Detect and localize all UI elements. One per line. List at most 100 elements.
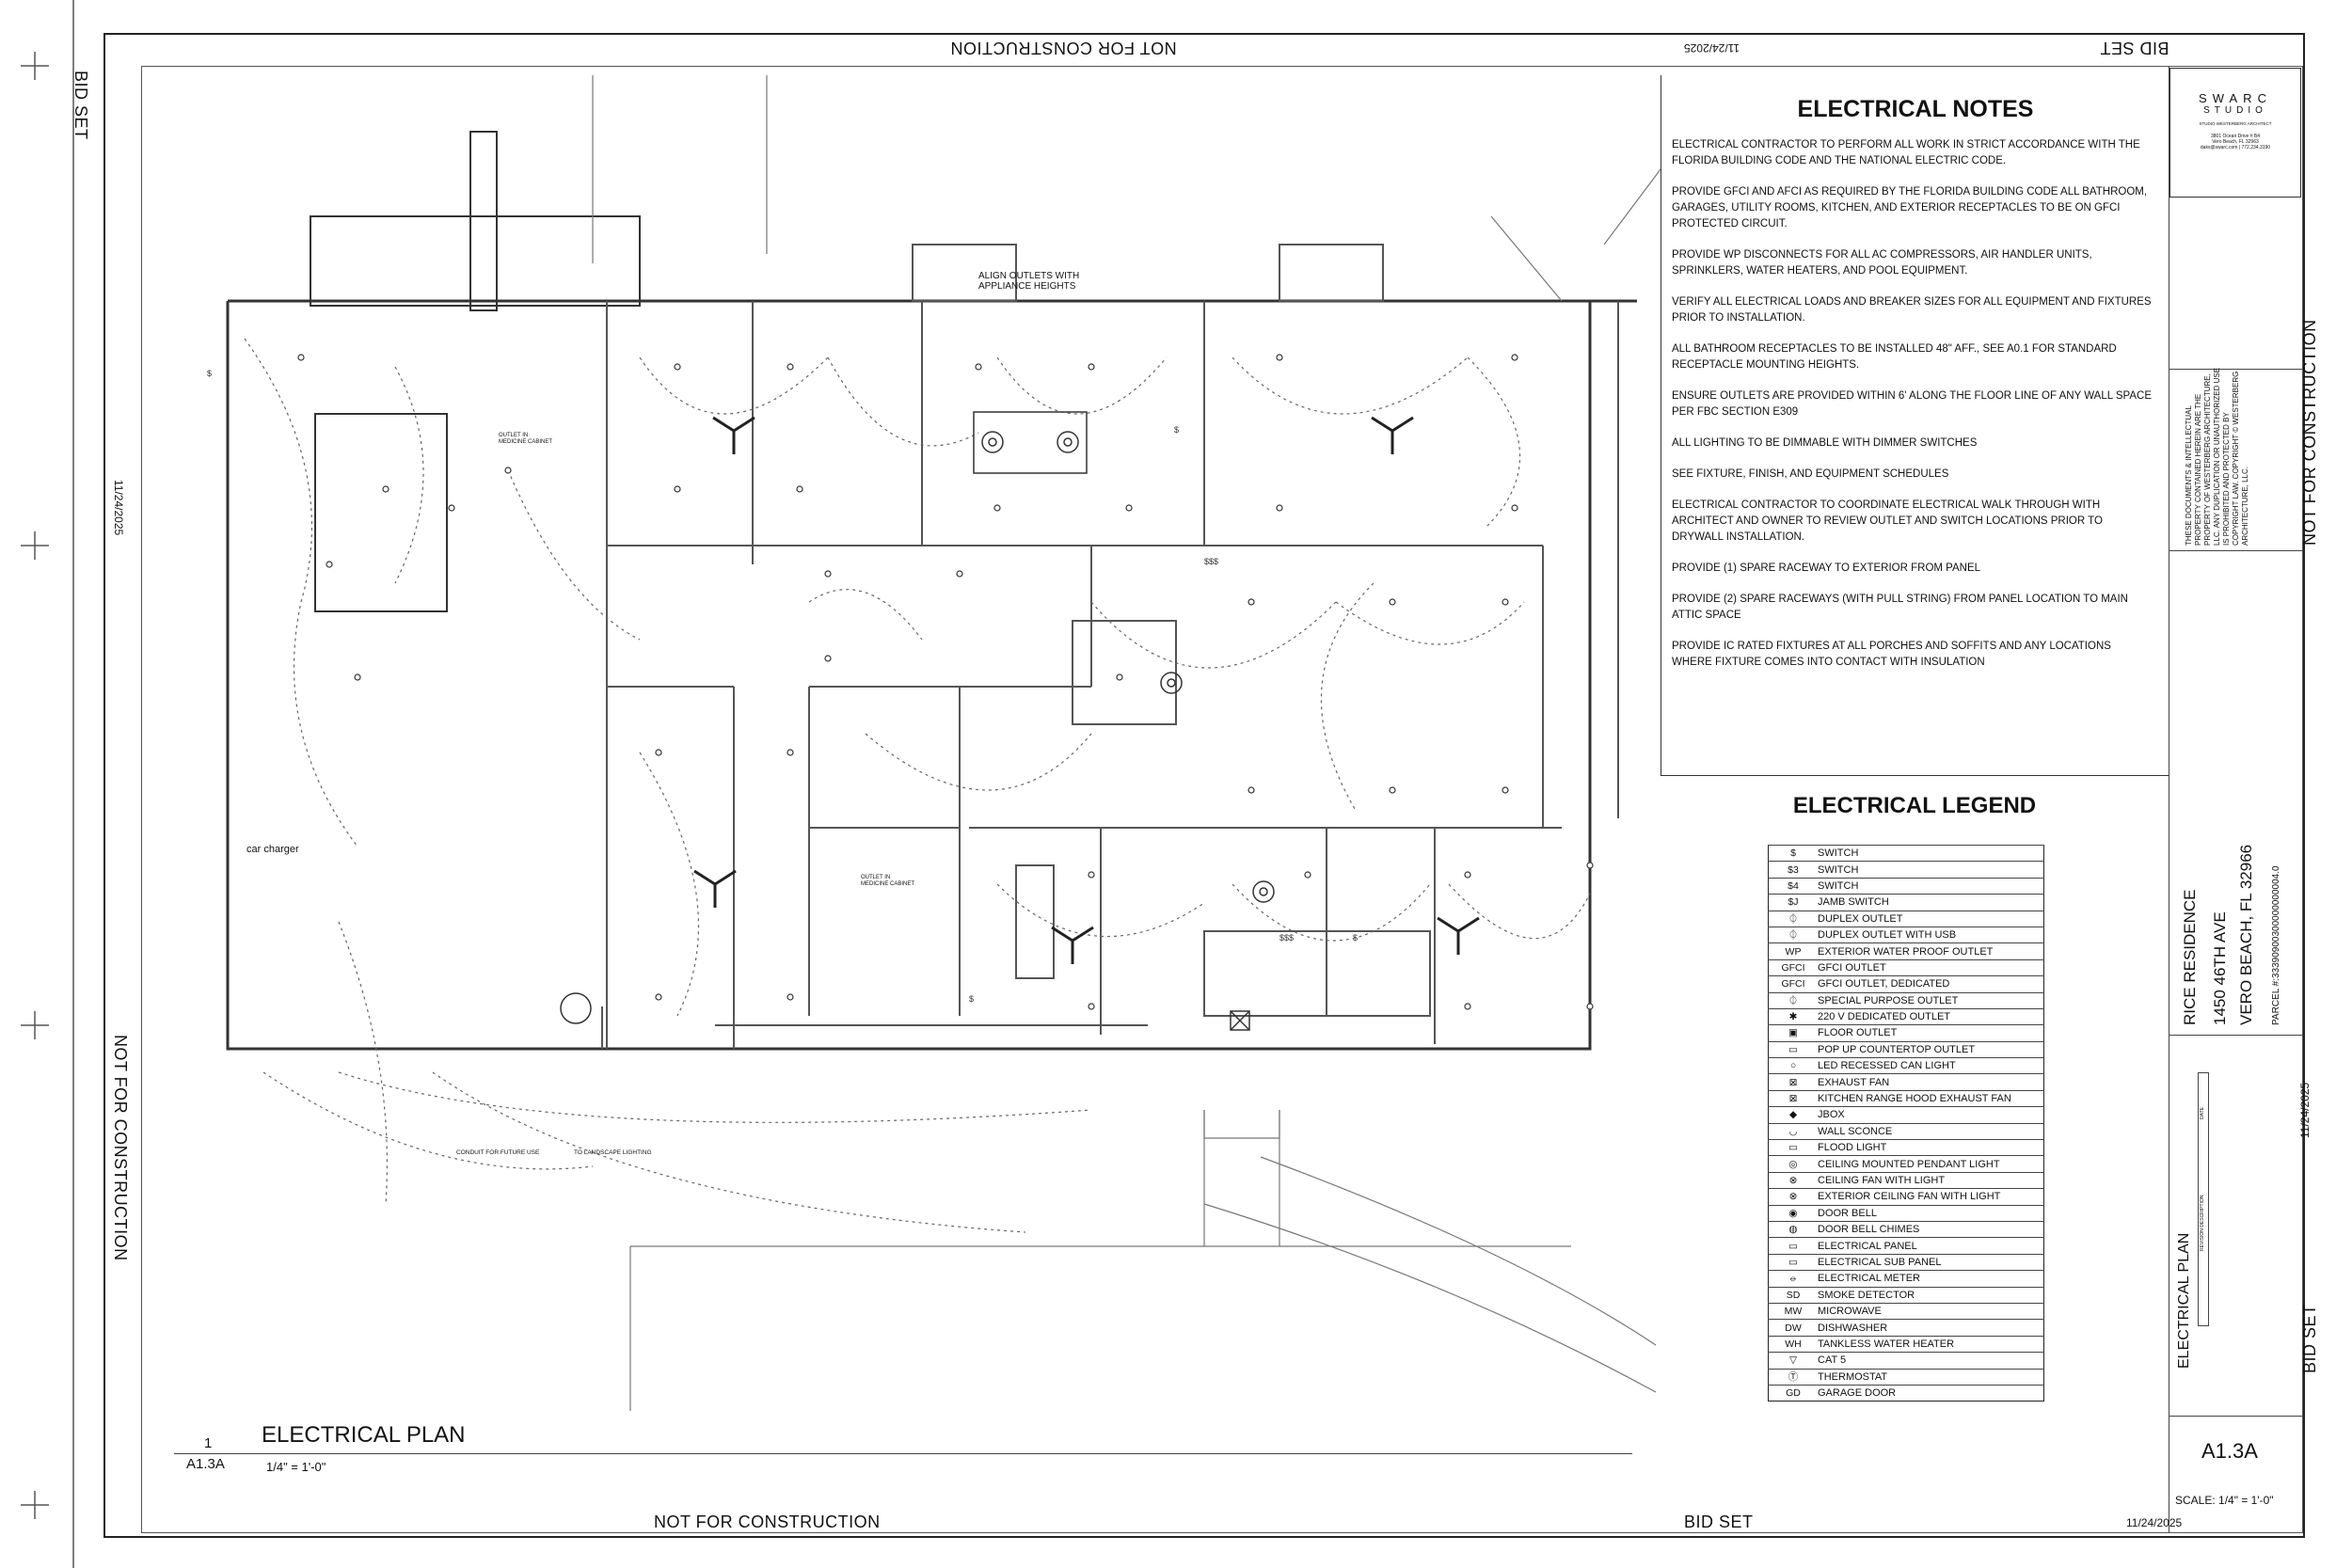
electrical-notes-list: ELECTRICAL CONTRACTOR TO PERFORM ALL WOR… [1672,137,2152,686]
legend-label: FLOOR OUTLET [1818,1024,2044,1042]
legend-symbol-icon: ⊗ [1768,1188,1818,1206]
note-item: PROVIDE IC RATED FIXTURES AT ALL PORCHES… [1672,641,2111,668]
sheet-border [103,33,2305,1538]
legend-symbol-icon: WH [1768,1335,1818,1353]
firm-contact: daks@swarc.com | 772.234.3190 [2200,145,2271,150]
legend-label: THERMOSTAT [1818,1368,2044,1386]
legend-row: ▣FLOOR OUTLET [1768,1024,2044,1042]
sheet-number: A1.3A [2201,1439,2258,1463]
svg-text:$: $ [969,994,974,1004]
firm-logo: SWARC STUDIO STUDIO WESTERBERG ARCHITECT… [2169,68,2301,198]
legend-row: ⏀SPECIAL PURPOSE OUTLET [1768,991,2044,1009]
top-not-for-construction: NOT FOR CONSTRUCTION [950,39,1177,57]
legend-row: ▭ELECTRICAL PANEL [1768,1237,2044,1255]
firm-tag: STUDIO WESTERBERG ARCHITECT [2199,121,2272,126]
firm-name: SWARC [2199,91,2272,105]
firm-address-1: 3801 Ocean Drive # B4 [2211,134,2260,139]
legend-symbol-icon: $J [1768,894,1818,911]
plan-scale: 1/4" = 1'-0" [266,1460,326,1474]
legend-row: ○LED RECESSED CAN LIGHT [1768,1057,2044,1074]
note-item: PROVIDE (1) SPARE RACEWAY TO EXTERIOR FR… [1672,562,1981,574]
legend-label: CEILING MOUNTED PENDANT LIGHT [1818,1155,2044,1173]
note-item: ALL LIGHTING TO BE DIMMABLE WITH DIMMER … [1672,437,1978,449]
svg-text:$$$: $$$ [1279,933,1294,942]
legend-label: DOOR BELL [1818,1204,2044,1222]
legend-row: ⦵ELECTRICAL METER [1768,1270,2044,1288]
note-item: PROVIDE GFCI AND AFCI AS REQUIRED BY THE… [1672,186,2148,230]
legend-label: JAMB SWITCH [1818,894,2044,911]
legend-label: GARAGE DOOR [1818,1384,2044,1402]
electrical-notes-title: ELECTRICAL NOTES [1797,96,2034,122]
legend-symbol-icon: ⦵ [1768,1270,1818,1288]
left-date: 11/24/2025 [112,480,125,536]
project-name: RICE RESIDENCE [2181,889,2199,1025]
project-address-2: VERO BEACH, FL 32966 [2237,844,2255,1025]
legend-symbol-icon: ⊗ [1768,1171,1818,1189]
legend-label: DISHWASHER [1818,1319,2044,1337]
detail-sheet: A1.3A [186,1456,225,1472]
legend-symbol-icon: GD [1768,1384,1818,1402]
legend-row: ◡WALL SCONCE [1768,1122,2044,1140]
note-item: SEE FIXTURE, FINISH, AND EQUIPMENT SCHED… [1672,468,1949,480]
legend-symbol-icon: ▣ [1768,1024,1818,1042]
legend-symbol-icon: Ⓣ [1768,1368,1818,1386]
note-item: ALL BATHROOM RECEPTACLES TO BE INSTALLED… [1672,343,2117,371]
legend-symbol-icon: $3 [1768,861,1818,879]
legend-row: ▭ELECTRICAL SUB PANEL [1768,1253,2044,1271]
legend-label: ELECTRICAL SUB PANEL [1818,1253,2044,1271]
bottom-not-for-construction: NOT FOR CONSTRUCTION [654,1513,881,1531]
legend-label: TANKLESS WATER HEATER [1818,1335,2044,1353]
legend-symbol-icon: ▭ [1768,1253,1818,1271]
label-car-charger: car charger [246,844,299,855]
legend-label: LED RECESSED CAN LIGHT [1818,1057,2044,1074]
legend-symbol-icon: ⏀ [1768,926,1818,943]
legend-symbol-icon: WP [1768,942,1818,960]
legend-row: ✱220 V DEDICATED OUTLET [1768,1007,2044,1025]
callout-align-outlets: ALIGN OUTLETS WITH APPLIANCE HEIGHTS [978,271,1080,292]
legend-symbol-icon: ▭ [1768,1040,1818,1058]
right-bid-set: BID SET [2300,1304,2319,1373]
legend-label: WALL SCONCE [1818,1122,2044,1140]
label-conduit: CONDUIT FOR FUTURE USE [456,1149,540,1156]
legend-label: SMOKE DETECTOR [1818,1286,2044,1304]
note-item: ENSURE OUTLETS ARE PROVIDED WITHIN 6' AL… [1672,390,2153,418]
legend-label: GFCI OUTLET, DEDICATED [1818,975,2044,993]
legend-symbol-icon: ◍ [1768,1220,1818,1238]
legend-label: 220 V DEDICATED OUTLET [1818,1007,2044,1025]
label-outlet-medicine-1: OUTLET IN MEDICINE CABINET [499,433,553,445]
legend-label: DOOR BELL CHIMES [1818,1220,2044,1238]
legend-symbol-icon: ⏀ [1768,910,1818,927]
bottom-date: 11/24/2025 [2126,1516,2183,1529]
detail-number: 1 [204,1435,213,1451]
legend-row: ⊠EXHAUST FAN [1768,1073,2044,1091]
sheet-scale: SCALE: 1/4" = 1'-0" [2175,1494,2274,1507]
top-date: 11/24/2025 [1684,41,1740,55]
top-bid-set: BID SET [2100,39,2169,57]
legend-symbol-icon: ⊠ [1768,1073,1818,1091]
tb-line-2 [2169,550,2303,551]
revision-header-description: REVISION DESCRIPTION [2200,1195,2205,1251]
note-item: PROVIDE WP DISCONNECTS FOR ALL AC COMPRE… [1672,249,2092,277]
tb-line-1 [2169,369,2303,370]
legend-label: MICROWAVE [1818,1302,2044,1320]
legend-row: ▽CAT 5 [1768,1352,2044,1369]
legend-symbol-icon: GFCI [1768,958,1818,976]
legend-row: ▭FLOOD LIGHT [1768,1139,2044,1156]
legend-row: ◉DOOR BELL [1768,1204,2044,1222]
crop-marks [21,0,74,1568]
legend-symbol-icon: ○ [1768,1057,1818,1074]
legend-symbol-icon: MW [1768,1302,1818,1320]
legend-symbol-icon: ◡ [1768,1122,1818,1140]
plan-title-underline [174,1453,1632,1454]
legend-label: FLOOD LIGHT [1818,1139,2044,1156]
firm-address-2: Vero Beach, FL 32963 [2212,139,2259,145]
legend-label: EXTERIOR CEILING FAN WITH LIGHT [1818,1188,2044,1206]
legend-label: EXHAUST FAN [1818,1073,2044,1091]
